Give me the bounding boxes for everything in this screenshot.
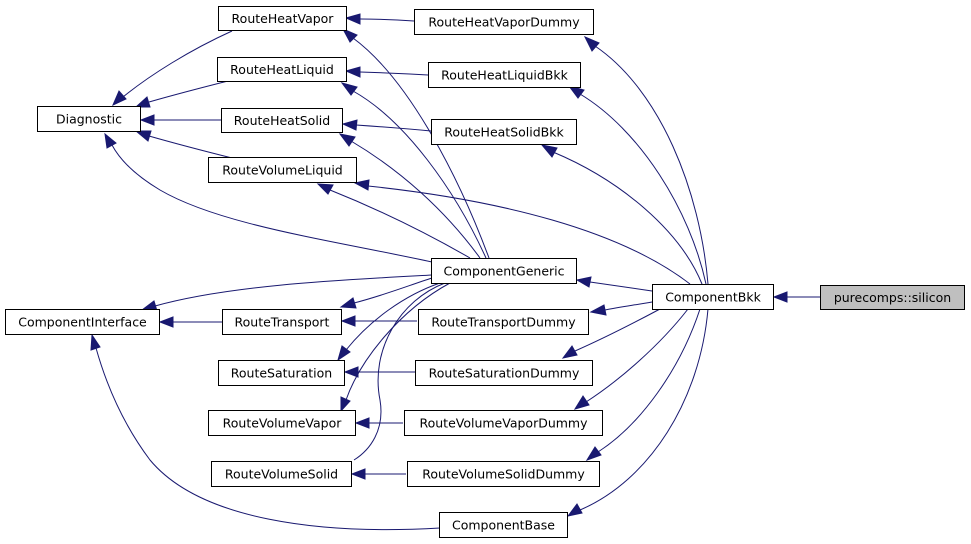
node-componentbkk[interactable]: ComponentBkk [652,284,774,310]
edge-componentgeneric-to-diagnostic [104,132,433,263]
node-routevolumevapordummy[interactable]: RouteVolumeVaporDummy [404,410,603,436]
edge-componentgeneric-to-routevolumeliquid [316,183,471,259]
edge-componentbkk-to-componentgeneric [575,276,653,292]
edge-componentbase-to-componentinterface [90,333,441,531]
node-componentbase[interactable]: ComponentBase [439,512,568,538]
diagram-nodes: purecomps::silicon ComponentBkk Componen… [5,6,965,538]
edge-componentbkk-to-componentbase [566,308,709,517]
edge-componentgeneric-to-routeheatliquid [340,82,487,259]
svg-text:RouteHeatSolid: RouteHeatSolid [234,113,330,128]
node-routesaturation[interactable]: RouteSaturation [218,360,345,386]
edge-routeheatvapordummy-to-routeheatvapor [344,13,415,25]
edge-componentbkk-to-routevolumevapordummy [573,308,689,410]
svg-text:RouteHeatLiquidBkk: RouteHeatLiquidBkk [441,68,568,83]
node-routevolumesoliddummy[interactable]: RouteVolumeSolidDummy [407,461,600,487]
edge-componentbkk-to-routeheatvapordummy [583,36,709,285]
node-purecomps-silicon[interactable]: purecomps::silicon [820,285,965,310]
svg-text:RouteSaturationDummy: RouteSaturationDummy [429,366,580,381]
node-routevolumeliquid[interactable]: RouteVolumeLiquid [208,157,357,183]
svg-text:RouteHeatLiquid: RouteHeatLiquid [230,62,334,77]
svg-text:Diagnostic: Diagnostic [56,112,122,127]
edge-routevolumesoliddummy-to-routevolumesolid [350,468,406,480]
edge-componentbkk-to-routevolumeliquid [353,179,691,285]
svg-text:RouteTransport: RouteTransport [235,315,330,330]
svg-text:ComponentGeneric: ComponentGeneric [443,264,564,279]
svg-text:RouteHeatVaporDummy: RouteHeatVaporDummy [428,15,580,30]
node-routesaturationdummy[interactable]: RouteSaturationDummy [415,360,593,386]
edge-silicon-to-componentbkk [772,291,820,303]
node-routetransport[interactable]: RouteTransport [222,309,342,335]
edge-componentgeneric-to-routeheatsolid [338,133,481,259]
edge-componentbkk-to-routesaturationdummy [561,308,661,359]
svg-text:RouteVolumeLiquid: RouteVolumeLiquid [222,163,342,178]
node-routeheatvapor[interactable]: RouteHeatVapor [218,6,347,31]
edge-routeheatsolidbkk-to-routeheatsolid [341,119,432,132]
edge-componentbkk-to-routeheatsolidbkk [540,144,703,285]
edge-componentgeneric-to-routevolumesolid [353,282,446,461]
edge-routesaturationdummy-to-routesaturation [343,366,415,378]
edge-componentbkk-to-routevolumesoliddummy [585,308,701,461]
edge-routeheatsolid-to-diagnostic [139,114,221,126]
edge-routeheatvapor-to-diagnostic [112,30,233,106]
svg-text:RouteVolumeVapor: RouteVolumeVapor [223,416,343,431]
svg-text:RouteSaturation: RouteSaturation [231,366,332,381]
node-diagnostic[interactable]: Diagnostic [37,106,141,132]
node-componentinterface[interactable]: ComponentInterface [5,309,160,335]
node-routevolumevapor[interactable]: RouteVolumeVapor [208,410,356,436]
node-routeheatsolid[interactable]: RouteHeatSolid [221,108,343,133]
node-routevolumesolid[interactable]: RouteVolumeSolid [211,461,352,487]
svg-text:RouteVolumeVaporDummy: RouteVolumeVaporDummy [419,416,588,431]
inheritance-edges [90,13,820,531]
edge-routetransportdummy-to-routetransport [340,315,417,327]
svg-text:RouteTransportDummy: RouteTransportDummy [431,315,576,330]
node-routeheatsolidbkk[interactable]: RouteHeatSolidBkk [431,119,577,145]
edge-routeheatliquidbkk-to-routeheatliquid [344,66,429,78]
svg-text:ComponentInterface: ComponentInterface [18,315,147,330]
svg-text:RouteVolumeSolid: RouteVolumeSolid [225,467,338,482]
edge-routetransport-to-componentinterface [158,316,222,328]
svg-text:RouteHeatVapor: RouteHeatVapor [232,11,335,26]
svg-text:RouteHeatSolidBkk: RouteHeatSolidBkk [444,125,564,140]
edge-routevolumeliquid-to-diagnostic [134,130,233,159]
svg-text:ComponentBase: ComponentBase [452,518,555,533]
node-routeheatliquid[interactable]: RouteHeatLiquid [217,57,347,82]
node-routeheatliquidbkk[interactable]: RouteHeatLiquidBkk [428,62,581,88]
node-componentgeneric[interactable]: ComponentGeneric [431,258,577,284]
node-routetransportdummy[interactable]: RouteTransportDummy [418,309,589,335]
edge-componentgeneric-to-routesaturation [337,282,441,362]
svg-text:purecomps::silicon: purecomps::silicon [834,290,951,305]
svg-text:RouteVolumeSolidDummy: RouteVolumeSolidDummy [422,467,585,482]
edge-routeheatliquid-to-diagnostic [134,79,233,108]
edge-componentgeneric-to-routetransport [339,277,433,309]
svg-text:ComponentBkk: ComponentBkk [665,290,761,305]
edge-componentbkk-to-routetransportdummy [589,301,653,316]
node-routeheatvapordummy[interactable]: RouteHeatVaporDummy [414,9,594,35]
edge-componentgeneric-to-routevolumevapor [340,282,451,413]
edge-routevolumevapordummy-to-routevolumevapor [354,417,403,429]
